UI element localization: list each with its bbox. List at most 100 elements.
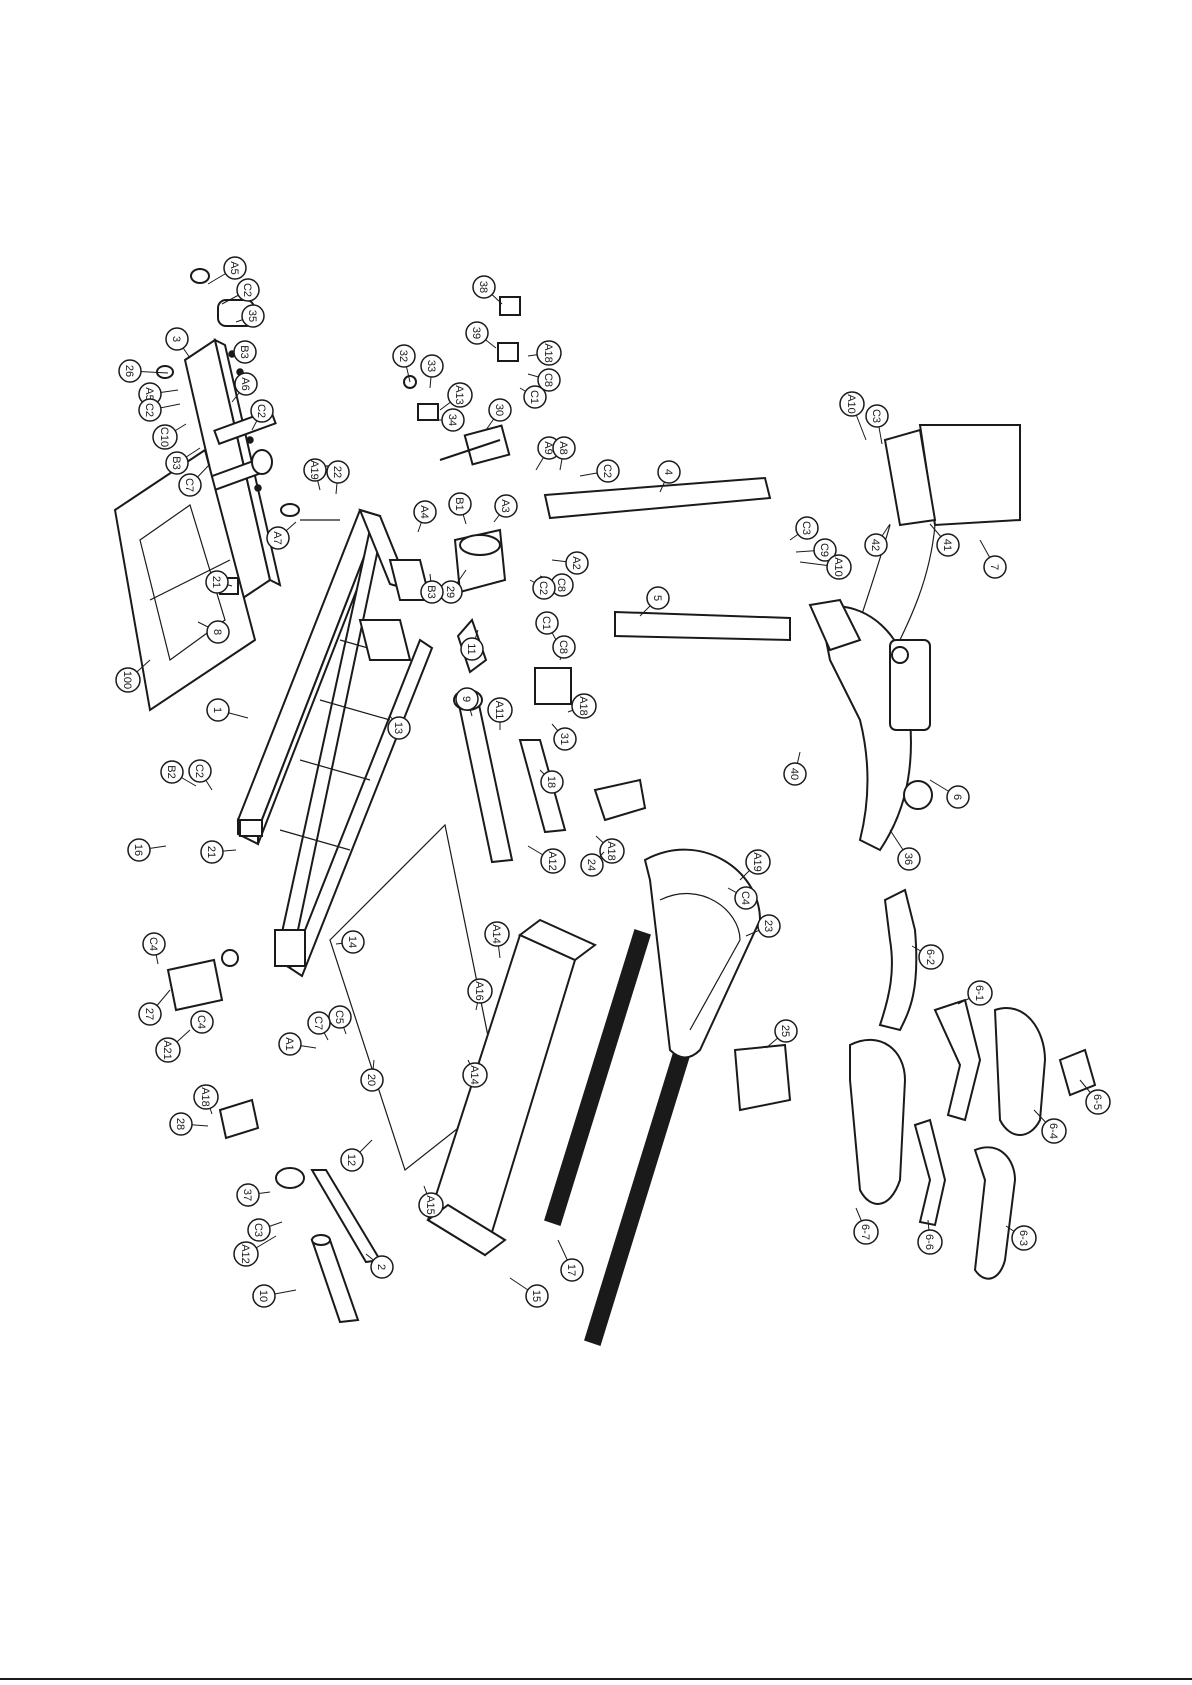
callout-label: 6 <box>951 794 963 800</box>
callout-circle <box>233 340 257 364</box>
callout-48: C1 <box>535 611 559 641</box>
callout-label: 6-3 <box>1017 1230 1029 1246</box>
callout-label: 40 <box>788 768 800 780</box>
callout-28: 33 <box>420 354 444 389</box>
callout-label: A19 <box>308 460 320 480</box>
callout-70: A19 <box>739 849 771 881</box>
callout-circle <box>152 424 178 450</box>
callout-circle <box>169 1112 193 1136</box>
callout-circle <box>190 1010 214 1034</box>
callout-circle <box>307 1011 331 1035</box>
callout-85: A18 <box>193 1084 219 1115</box>
callout-label: 1 <box>211 707 223 713</box>
callout-label: B3 <box>238 345 250 358</box>
callout-59: A10 <box>839 391 867 441</box>
callout-3: 3 <box>165 327 191 359</box>
callout-label: 29 <box>444 586 456 598</box>
callout-10: C10 <box>152 423 187 450</box>
callout-circle <box>155 1037 181 1063</box>
callout-61: 7 <box>979 539 1007 579</box>
callout-81: C5 <box>328 1005 352 1035</box>
callout-9: C2 <box>250 399 274 431</box>
callout-circle <box>540 770 564 794</box>
callout-circle <box>472 275 496 299</box>
callout-circle <box>118 359 142 383</box>
callout-29: C8 <box>527 368 561 392</box>
callout-label: C4 <box>147 937 159 951</box>
callout-68: 6 <box>929 779 970 809</box>
callout-label: C8 <box>542 373 554 387</box>
callout-label: C2 <box>537 581 549 595</box>
callout-label: 100 <box>121 671 133 689</box>
callout-label: A18 <box>542 343 554 363</box>
callout-label: 3 <box>170 336 182 342</box>
callout-102: 15 <box>509 1277 549 1308</box>
callout-circle <box>460 637 484 661</box>
callout-25: 39 <box>465 321 497 349</box>
callout-label: 18 <box>545 776 557 788</box>
callout-label: 35 <box>246 310 258 322</box>
callout-64: C3 <box>789 516 819 541</box>
callout-circle <box>413 500 437 524</box>
callout-50: 9 <box>455 687 479 717</box>
callout-label: C5 <box>333 1010 345 1024</box>
callout-label: 39 <box>470 327 482 339</box>
callout-52: A18 <box>567 693 597 719</box>
callout-circle <box>247 1218 271 1242</box>
callout-label: B3 <box>170 456 182 469</box>
callout-30: A13 <box>439 382 473 411</box>
callout-75: A16 <box>467 978 493 1011</box>
callout-label: 23 <box>762 920 774 932</box>
callout-circle <box>420 580 444 604</box>
callout-circle <box>813 538 837 562</box>
callout-66: A10 <box>799 554 852 580</box>
console-assembly <box>808 424 1021 852</box>
callout-circle <box>1085 1089 1111 1115</box>
callout-62: 42 <box>864 523 891 557</box>
callout-circle <box>783 762 807 786</box>
callout-22: 16 <box>127 838 167 862</box>
callout-87: 12 <box>340 1139 373 1172</box>
callout-label: 4 <box>662 469 674 475</box>
callout-circle <box>918 944 944 970</box>
callout-18: 100 <box>115 659 151 693</box>
running-board <box>426 918 597 1257</box>
callout-circle <box>487 697 513 723</box>
callout-label: 9 <box>460 696 472 702</box>
callout-circle <box>552 436 576 460</box>
callout-69: 36 <box>889 829 921 871</box>
callout-circle <box>553 727 577 751</box>
callout-label: C2 <box>143 403 155 417</box>
callout-47: 11 <box>460 629 484 661</box>
callout-circle <box>160 760 184 784</box>
callout-label: A19 <box>751 852 763 872</box>
callout-circle <box>536 340 562 366</box>
callout-label: 31 <box>558 733 570 745</box>
callout-36: C2 <box>579 459 620 483</box>
callout-circle <box>535 611 559 635</box>
callout-0: A5 <box>207 256 247 285</box>
upright-tubes <box>543 476 791 642</box>
callout-label: B3 <box>425 585 437 598</box>
callout-6: A5 <box>138 382 179 406</box>
callout-circle <box>420 354 444 378</box>
callout-56: A12 <box>527 845 566 874</box>
callout-circle <box>326 460 350 484</box>
callout-label: 2 <box>375 1264 387 1270</box>
callout-label: C7 <box>312 1016 324 1030</box>
callout-circle <box>418 1192 444 1218</box>
callout-label: A2 <box>570 556 582 569</box>
callout-circle <box>599 838 625 864</box>
callout-circle <box>234 372 258 396</box>
callout-label: A1 <box>283 1037 295 1050</box>
callout-label: C1 <box>540 616 552 630</box>
callout-circle <box>795 516 819 540</box>
callout-circle <box>525 1284 549 1308</box>
callout-label: C2 <box>255 404 267 418</box>
callout-label: C1 <box>528 390 540 404</box>
callout-circle <box>303 458 327 482</box>
callout-label: A12 <box>546 851 558 871</box>
callout-circle <box>115 667 141 693</box>
callout-circle <box>983 555 1007 579</box>
